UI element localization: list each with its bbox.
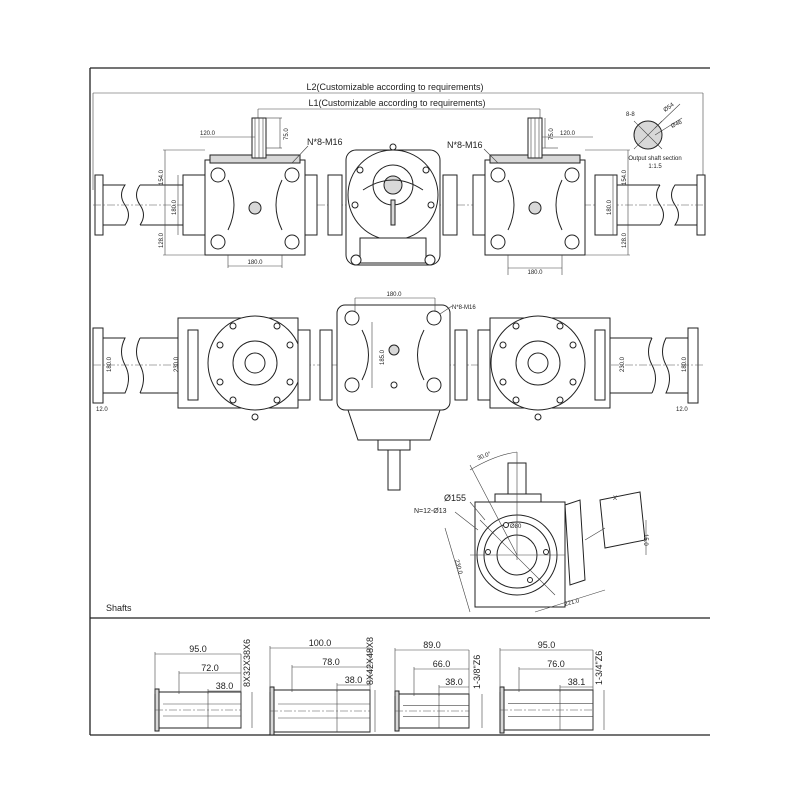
shaft-mid-dim: 66.0 — [433, 659, 451, 669]
left-shaft-height-dim: 75.0 — [284, 128, 290, 140]
left-offset-dim: 120.0 — [200, 131, 216, 137]
l1-dimension: L1(Customizable according to requirement… — [257, 98, 541, 130]
left-gearbox-top: 120.0 75.0 154.0 128.0 180.0 180.0 N*8-M… — [159, 117, 343, 268]
shaft-short-dim: 38.0 — [345, 675, 363, 685]
mid-bolt-label: N*8-M16 — [452, 305, 476, 311]
shaft-spec: 8X32X38X6 — [242, 639, 252, 687]
section-dia1: Ø54 — [663, 102, 676, 114]
right-offset-dim: 120.0 — [560, 131, 576, 137]
right-gearbox-top: 120.0 75.0 154.0 128.0 180.0 180.0 N*8-M… — [447, 117, 630, 276]
shaft-spec: 1-3/4"Z6 — [594, 651, 604, 685]
section-scale: 1:1.5 — [648, 164, 662, 170]
shaft-total-dim: 95.0 — [538, 640, 556, 650]
x-label: X — [613, 496, 617, 502]
section-dia2: Ø46 — [670, 119, 683, 130]
shaft-spec: 1-3/8"Z6 — [472, 655, 482, 689]
mid-right-flange-dim: 180.0 — [682, 356, 688, 372]
shaft-1: 95.0 72.0 38.0 8X32X38X6 — [154, 639, 253, 732]
shaft-mid-dim: 78.0 — [322, 657, 340, 667]
right-shaft-height-dim: 75.0 — [549, 128, 555, 140]
mid-center-width-dim: 180.0 — [386, 292, 402, 298]
right-center-dim: 180.0 — [607, 199, 613, 215]
shaft-3: 89.0 66.0 38.0 1-3/8"Z6 — [394, 640, 483, 732]
right-upper-dim: 154.0 — [622, 169, 628, 185]
right-width-dim: 180.0 — [527, 270, 543, 276]
holes-label: N=12-Ø13 — [414, 508, 447, 515]
mid-left-flange-dim: 180.0 — [107, 356, 113, 372]
shaft-short-dim: 38.1 — [568, 677, 586, 687]
offset-dim: 15.0 — [642, 534, 648, 546]
shaft-total-dim: 95.0 — [189, 644, 207, 654]
mid-right-thickness-dim: 12.0 — [676, 407, 688, 413]
l2-label: L2(Customizable according to requirement… — [306, 82, 483, 92]
right-bolt-label: N*8-M16 — [447, 140, 483, 150]
left-bolt-label: N*8-M16 — [307, 137, 343, 147]
section-label: Output shaft section — [628, 156, 681, 162]
right-gearbox-front — [477, 315, 611, 421]
height-dim: 230.0 — [453, 559, 463, 576]
section-spline: 8-8 — [626, 112, 635, 118]
shaft-total-dim: 89.0 — [423, 640, 441, 650]
shaft-total-dim: 100.0 — [309, 638, 332, 648]
mid-center-height-dim: 185.0 — [380, 349, 386, 365]
shaft-spec: 8X42X48X8 — [365, 637, 375, 685]
mid-right-box-dim: 230.0 — [620, 356, 626, 372]
shaft-short-dim: 38.0 — [216, 681, 234, 691]
center-gearbox-top — [327, 143, 458, 266]
diameter-label: Ø155 — [444, 493, 466, 503]
l2-dimension: L2(Customizable according to requirement… — [92, 82, 704, 190]
angle-dim: 30.0° — [477, 451, 493, 462]
shaft-mid-dim: 72.0 — [201, 663, 219, 673]
shafts-title: Shafts — [106, 603, 132, 613]
l1-label: L1(Customizable according to requirement… — [308, 98, 485, 108]
mid-left-thickness-dim: 12.0 — [96, 407, 108, 413]
left-center-dim: 180.0 — [172, 199, 178, 215]
shaft-short-dim: 38.0 — [445, 677, 463, 687]
middle-view: 180.0 N*8-M16 185.0 180.0 230.0 12.0 230… — [92, 292, 705, 491]
width-dim: 221.0 — [564, 598, 581, 608]
left-gearbox-front — [177, 315, 311, 421]
left-upper-dim: 154.0 — [159, 169, 165, 185]
top-view: L2(Customizable according to requirement… — [92, 82, 706, 276]
mid-left-box-dim: 230.0 — [174, 356, 180, 372]
output-shaft-section: 8-8 Ø54 Ø46 Output shaft section 1:1.5 — [626, 102, 684, 170]
angled-view: 30.0° Ø155 N=12-Ø13 Ø80 230.0 221.0 15.0… — [414, 451, 648, 613]
center-gearbox-front — [319, 297, 468, 491]
shaft-mid-dim: 76.0 — [547, 659, 565, 669]
left-lower-dim: 128.0 — [159, 232, 165, 248]
left-width-dim: 180.0 — [247, 260, 263, 266]
drawing-frame — [89, 67, 710, 736]
inner-diameter-label: Ø80 — [510, 524, 522, 530]
shaft-4: 95.0 76.038.1 1-3/4"Z6 — [499, 640, 605, 734]
right-lower-dim: 128.0 — [622, 232, 628, 248]
